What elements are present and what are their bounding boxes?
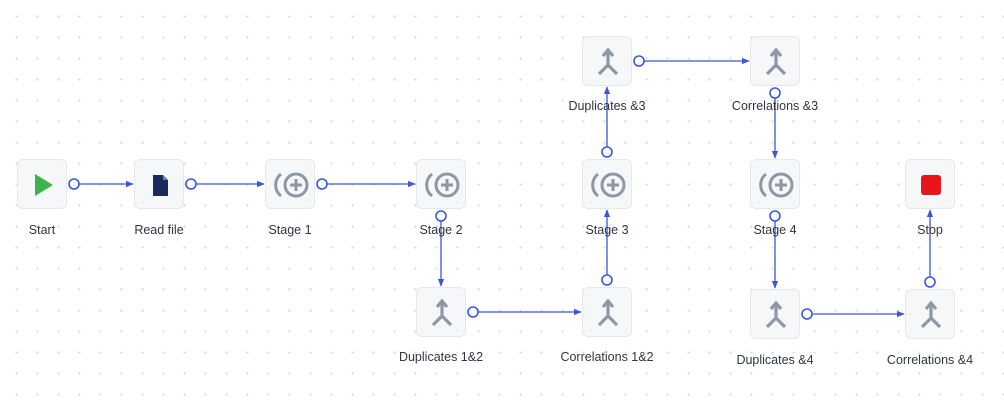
node-label-stage-1: Stage 1	[268, 223, 312, 237]
stop-icon	[921, 175, 941, 195]
merge-icon	[765, 300, 787, 329]
stage-plus-icon	[759, 172, 794, 198]
node-stage-3[interactable]	[582, 159, 632, 209]
merge-icon	[597, 298, 619, 327]
output-port-stage-3[interactable]	[601, 146, 613, 158]
node-duplicates-3[interactable]	[582, 36, 632, 86]
node-label-stage-2: Stage 2	[419, 223, 463, 237]
node-label-duplicates-4: Duplicates &4	[736, 353, 814, 367]
node-label-correlations-3: Correlations &3	[731, 99, 819, 113]
node-stage-2[interactable]	[416, 159, 466, 209]
stage-plus-icon	[425, 172, 460, 198]
node-label-duplicates-3: Duplicates &3	[568, 99, 646, 113]
node-duplicates-1-2[interactable]	[416, 287, 466, 337]
stage-plus-icon	[274, 172, 309, 198]
node-correlations-4[interactable]	[905, 289, 955, 339]
node-label-correlations-1-2: Correlations 1&2	[560, 350, 654, 364]
node-read-file[interactable]	[134, 159, 184, 209]
output-port-stage-1[interactable]	[316, 178, 328, 190]
node-start[interactable]	[17, 159, 67, 209]
node-label-stage-4: Stage 4	[753, 223, 797, 237]
play-icon	[35, 174, 53, 196]
node-stage-4[interactable]	[750, 159, 800, 209]
merge-icon	[765, 47, 787, 76]
output-port-duplicates-1-2[interactable]	[467, 306, 479, 318]
stage-plus-icon	[591, 172, 626, 198]
merge-icon	[920, 300, 942, 329]
output-port-stage-2[interactable]	[435, 210, 447, 222]
node-duplicates-4[interactable]	[750, 289, 800, 339]
merge-icon	[597, 47, 619, 76]
node-stop[interactable]	[905, 159, 955, 209]
node-label-correlations-4: Correlations &4	[886, 353, 974, 367]
output-port-duplicates-4[interactable]	[801, 308, 813, 320]
output-port-correlations-3[interactable]	[769, 87, 781, 99]
merge-icon	[431, 298, 453, 327]
output-port-duplicates-3[interactable]	[633, 55, 645, 67]
output-port-correlations-1-2[interactable]	[601, 274, 613, 286]
output-port-start[interactable]	[68, 178, 80, 190]
edges-group	[68, 55, 936, 320]
node-correlations-1-2[interactable]	[582, 287, 632, 337]
output-port-read-file[interactable]	[185, 178, 197, 190]
node-label-stop: Stop	[917, 223, 943, 237]
node-label-stage-3: Stage 3	[585, 223, 629, 237]
file-icon	[153, 175, 168, 196]
node-label-duplicates-1-2: Duplicates 1&2	[398, 350, 484, 364]
node-label-read-file: Read file	[134, 223, 184, 237]
node-correlations-3[interactable]	[750, 36, 800, 86]
node-label-start: Start	[28, 223, 56, 237]
output-port-stage-4[interactable]	[769, 210, 781, 222]
node-stage-1[interactable]	[265, 159, 315, 209]
output-port-correlations-4[interactable]	[924, 276, 936, 288]
